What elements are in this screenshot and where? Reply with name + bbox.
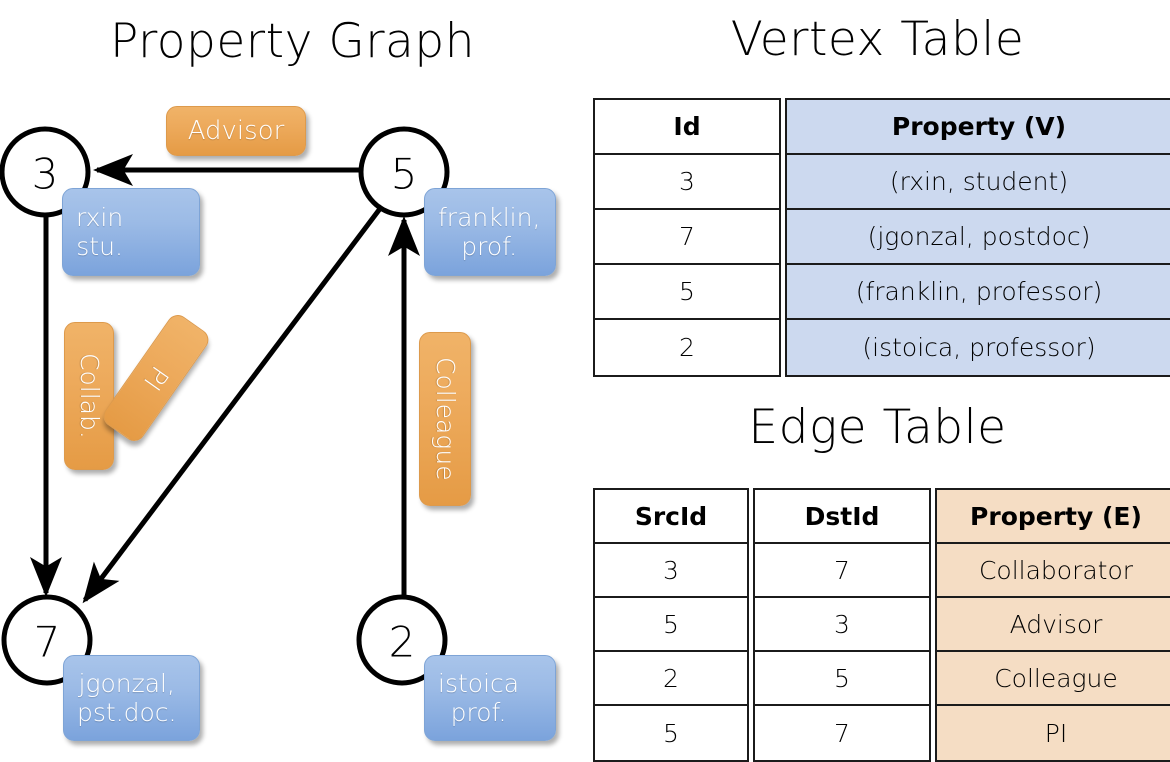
edge-property-text-collab: Collab. [74,353,104,439]
edge-property-box-colleague: Colleague [419,332,471,506]
table-row: (jgonzal, postdoc) [787,210,1170,265]
vertex-property-box-2: istoica prof. [424,655,556,741]
table-row: Collaborator [937,544,1170,598]
table-row: 2 [595,652,747,706]
tables-panel: Vertex Table Id 3 7 5 2 Property (V) (rx… [585,0,1170,762]
property-graph-panel: Property Graph 3 5 7 2 rxin stu. frankli… [0,0,585,760]
edge-table-header-property: Property (E) [937,490,1170,544]
table-row: 7 [595,210,779,265]
table-row: Colleague [937,652,1170,706]
page-title-edge-table: Edge Table [748,400,1007,455]
vertex-property-box-5: franklin, prof. [424,188,556,276]
table-row: 7 [834,718,850,748]
edge-table-column-dstid: DstId 7 3 5 7 [753,488,931,762]
vertex-property-text-7: jgonzal, pst.doc. [77,668,177,728]
table-row: 5 [663,718,679,748]
vertex-property-text-3: rxin stu. [76,202,124,262]
page-title-vertex-table: Vertex Table [730,12,1025,67]
table-row: 5 [595,598,747,652]
edge-property-text-pi: PI [137,360,175,396]
table-row: (franklin, professor) [787,265,1170,320]
vertex-table-header-id: Id [595,100,779,155]
table-row: (istoica, professor) [787,320,1170,375]
edge-table-column-srcid: SrcId 3 5 2 5 [593,488,749,762]
table-row: 5 [755,652,929,706]
vertex-table-column-id: Id 3 7 5 2 [593,98,781,377]
edge-table-header-srcid: SrcId [595,490,747,544]
edge-table-column-property: Property (E) Collaborator Advisor Collea… [935,488,1170,762]
table-row: 3 [755,598,929,652]
table-row: Advisor [937,598,1170,652]
graph-edge-5-to-7 [82,204,384,604]
edge-table-header-dstid: DstId [755,490,929,544]
table-row: (rxin, student) [787,155,1170,210]
vertex-table-header-property: Property (V) [787,100,1170,155]
edge-table: SrcId 3 5 2 5 DstId 7 3 5 7 Property (E)… [593,488,1170,762]
edge-property-text-colleague: Colleague [430,357,460,481]
vertex-property-box-7: jgonzal, pst.doc. [63,655,200,741]
page-title-property-graph: Property Graph [110,14,475,69]
edge-property-text-advisor: Advisor [187,115,285,146]
vertex-property-text-5: franklin, prof. [438,202,541,262]
table-row: 5 [595,265,779,320]
table-row: 3 [595,155,779,210]
vertex-table-column-property: Property (V) (rxin, student) (jgonzal, p… [785,98,1170,377]
table-row: 7 [755,544,929,598]
table-row: PI [937,706,1170,760]
edge-property-box-advisor: Advisor [166,106,306,156]
vertex-property-box-3: rxin stu. [62,188,200,276]
vertex-table: Id 3 7 5 2 Property (V) (rxin, student) … [593,98,1170,377]
vertex-property-text-2: istoica prof. [438,668,520,728]
edge-property-box-collab: Collab. [64,322,114,470]
table-row: 3 [595,544,747,598]
table-row: 2 [679,333,695,362]
